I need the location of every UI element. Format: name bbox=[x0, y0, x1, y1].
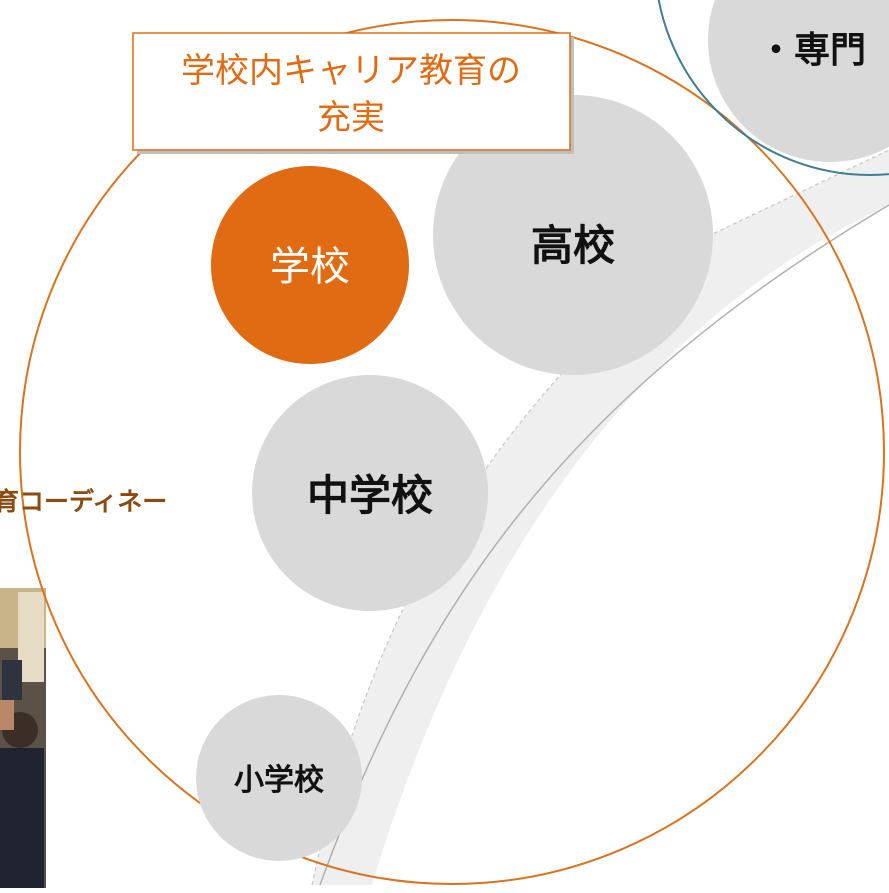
middle-school-label: 中学校 bbox=[307, 471, 433, 520]
header-box bbox=[132, 32, 571, 151]
top-right-label: ・専門 bbox=[758, 30, 866, 71]
school-scope-circle bbox=[19, 19, 885, 885]
high-school-label: 高校 bbox=[531, 221, 615, 270]
header-box-line1: 学校内キャリア教育の bbox=[181, 51, 521, 91]
specialized-stage-circle bbox=[708, 0, 889, 162]
high-school-circle bbox=[433, 95, 713, 375]
header-box-line2: 充実 bbox=[317, 98, 385, 138]
elementary-school-circle bbox=[196, 695, 362, 861]
elementary-school-label: 小学校 bbox=[234, 763, 324, 798]
middle-school-circle bbox=[252, 375, 488, 611]
progression-path-band bbox=[312, 150, 889, 885]
external-scope-circle bbox=[657, 0, 889, 176]
photo-fragment bbox=[0, 588, 46, 888]
school-label: 学校 bbox=[270, 244, 350, 290]
school-circle bbox=[211, 166, 409, 364]
progression-path-edge-inner bbox=[319, 204, 889, 886]
side-label: 育コーディネー bbox=[0, 487, 167, 516]
